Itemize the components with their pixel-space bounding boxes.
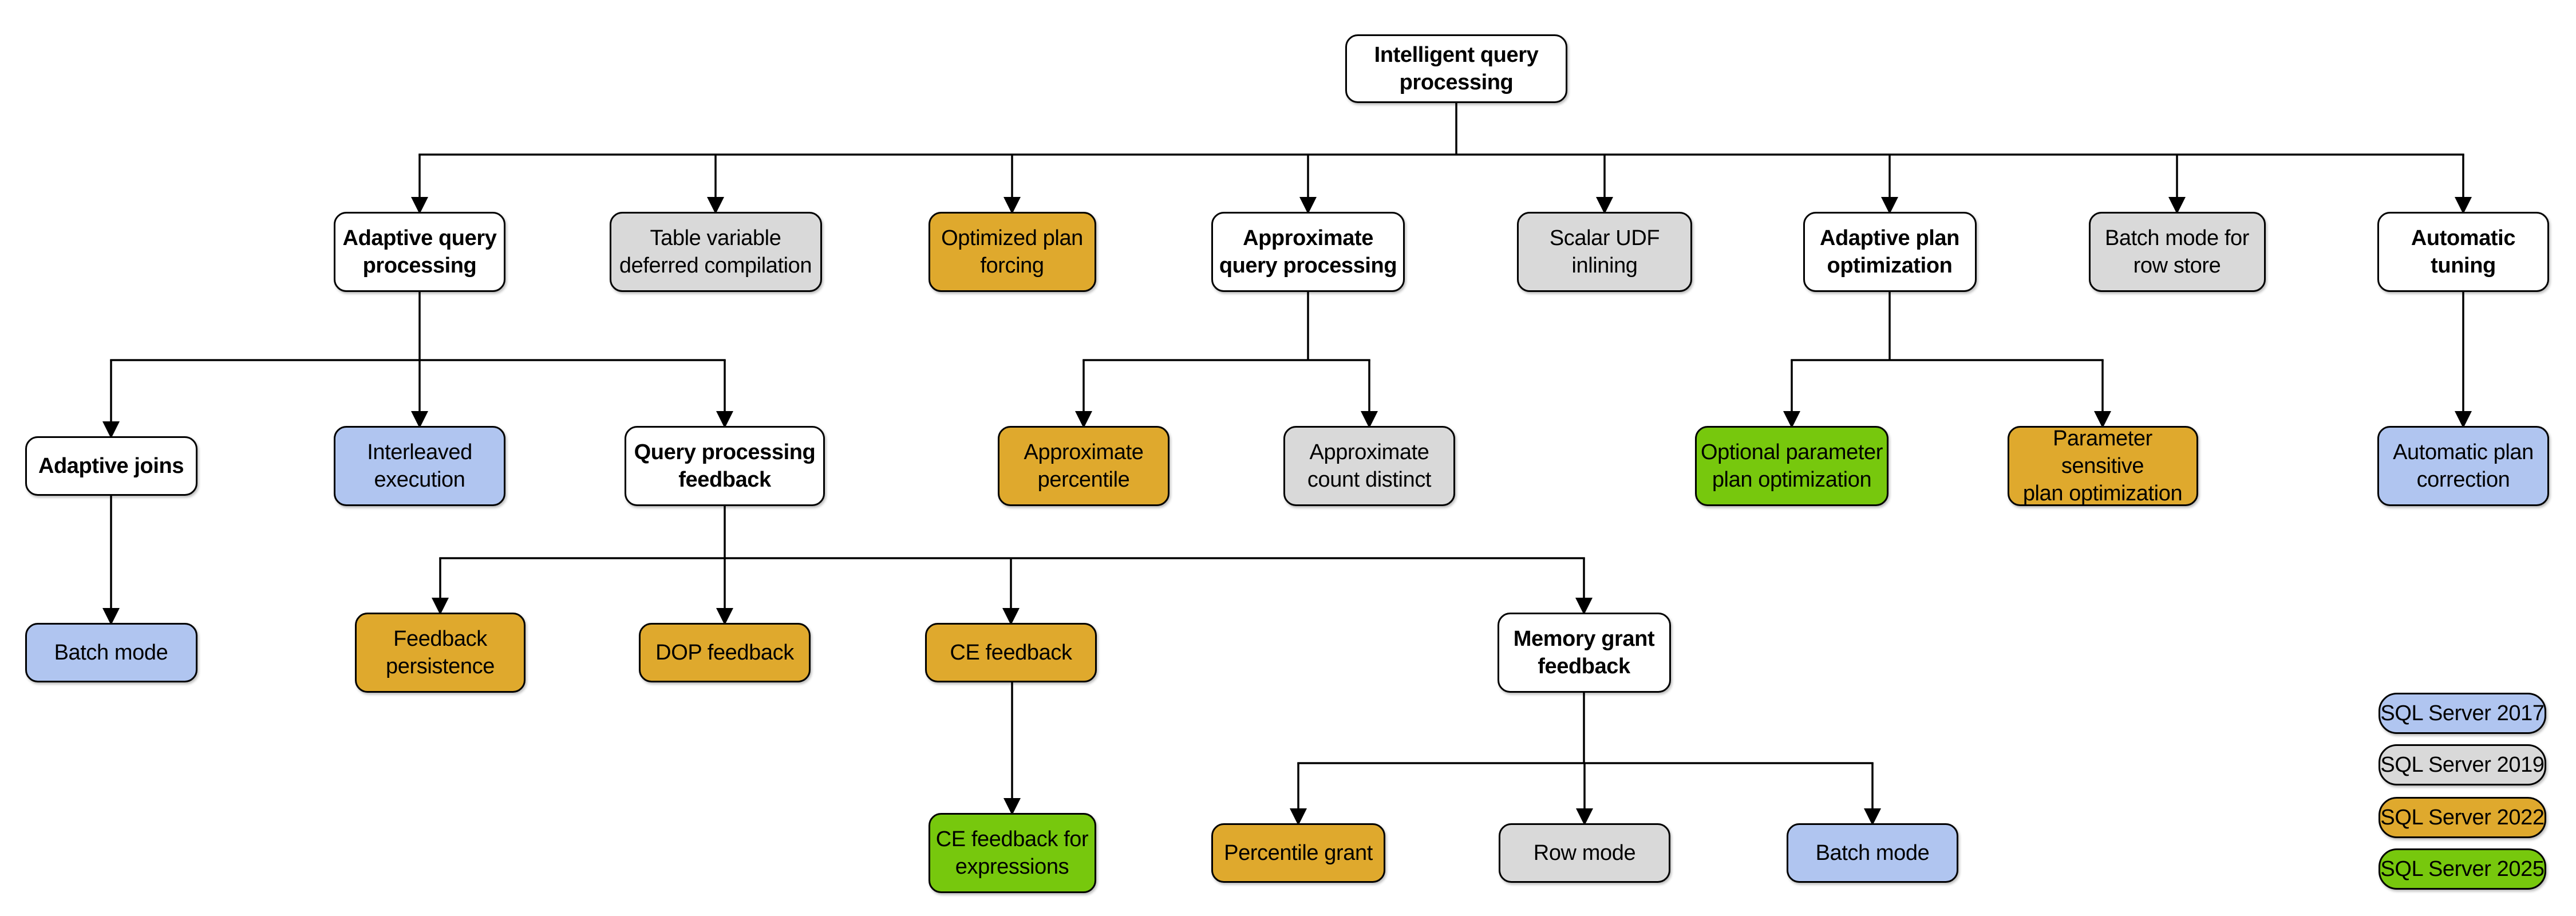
node-optional-parameter-plan-optimization: Optional parameter plan optimization <box>1695 426 1888 506</box>
node-label: CE feedback for expressions <box>935 827 1089 879</box>
node-label: Approximate percentile <box>1024 440 1144 492</box>
node-label: Batch mode for row store <box>2104 226 2250 278</box>
node-percentile-grant: Percentile grant <box>1211 823 1385 883</box>
node-root: Intelligent query processing <box>1345 34 1567 103</box>
node-interleaved-execution: Interleaved execution <box>334 426 505 506</box>
node-label: Optimized plan forcing <box>941 226 1083 278</box>
node-feedback-persistence: Feedback persistence <box>355 613 526 693</box>
node-label: Intelligent query processing <box>1374 43 1539 94</box>
node-label: Feedback persistence <box>386 627 495 678</box>
node-label: CE feedback <box>950 641 1072 665</box>
node-label: Batch mode <box>54 641 168 665</box>
node-adaptive-query-processing: Adaptive query processing <box>334 212 505 292</box>
node-label: Parameter sensitive plan optimization <box>2022 427 2183 506</box>
node-automatic-tuning: Automatic tuning <box>2377 212 2549 292</box>
node-memory-grant-feedback: Memory grant feedback <box>1497 613 1671 693</box>
node-label: Approximate query processing <box>1219 226 1397 278</box>
legend-item-sql-server-2019: SQL Server 2019 <box>2379 744 2546 785</box>
node-scalar-udf-inlining: Scalar UDF inlining <box>1517 212 1692 292</box>
node-label: Scalar UDF inlining <box>1549 226 1660 278</box>
node-label: Memory grant feedback <box>1513 627 1655 678</box>
node-ce-feedback: CE feedback <box>925 623 1097 682</box>
legend-label: SQL Server 2022 <box>2380 805 2545 830</box>
node-label: Query processing feedback <box>634 440 816 492</box>
node-optimized-plan-forcing: Optimized plan forcing <box>928 212 1096 292</box>
node-batch-mode-2: Batch mode <box>1787 823 1958 883</box>
node-label: Adaptive query processing <box>342 226 497 278</box>
node-label: Automatic tuning <box>2411 226 2516 278</box>
node-automatic-plan-correction: Automatic plan correction <box>2377 426 2549 506</box>
node-label: Optional parameter plan optimization <box>1700 440 1883 492</box>
node-label: Percentile grant <box>1224 841 1373 865</box>
legend-item-sql-server-2025: SQL Server 2025 <box>2379 848 2546 890</box>
node-label: Row mode <box>1533 841 1636 865</box>
legend-label: SQL Server 2017 <box>2380 701 2545 725</box>
node-dop-feedback: DOP feedback <box>639 623 811 682</box>
node-query-processing-feedback: Query processing feedback <box>625 426 825 506</box>
node-approximate-count-distinct: Approximate count distinct <box>1283 426 1455 506</box>
legend-label: SQL Server 2025 <box>2380 856 2545 881</box>
node-parameter-sensitive-plan-optimization: Parameter sensitive plan optimization <box>2007 426 2198 506</box>
legend-item-sql-server-2022: SQL Server 2022 <box>2379 797 2546 838</box>
node-table-variable-deferred-compilation: Table variable deferred compilation <box>609 212 822 292</box>
node-label: Adaptive plan optimization <box>1820 226 1959 278</box>
node-label: Automatic plan correction <box>2393 440 2534 492</box>
node-adaptive-plan-optimization: Adaptive plan optimization <box>1803 212 1977 292</box>
node-batch-mode-for-row-store: Batch mode for row store <box>2088 212 2266 292</box>
node-adaptive-joins: Adaptive joins <box>25 436 197 496</box>
node-batch-mode-1: Batch mode <box>25 623 197 682</box>
legend-item-sql-server-2017: SQL Server 2017 <box>2379 693 2546 734</box>
node-label: Interleaved execution <box>367 440 472 492</box>
connector-group <box>102 103 2472 826</box>
node-label: DOP feedback <box>655 641 794 665</box>
node-label: Table variable deferred compilation <box>619 226 812 278</box>
node-label: Adaptive joins <box>38 454 184 478</box>
legend-label: SQL Server 2019 <box>2380 752 2545 777</box>
node-label: Batch mode <box>1815 841 1930 865</box>
node-label: Approximate count distinct <box>1307 440 1432 492</box>
node-approximate-percentile: Approximate percentile <box>998 426 1170 506</box>
node-approximate-query-processing: Approximate query processing <box>1211 212 1405 292</box>
node-row-mode: Row mode <box>1499 823 1670 883</box>
node-ce-feedback-for-expressions: CE feedback for expressions <box>928 813 1096 893</box>
